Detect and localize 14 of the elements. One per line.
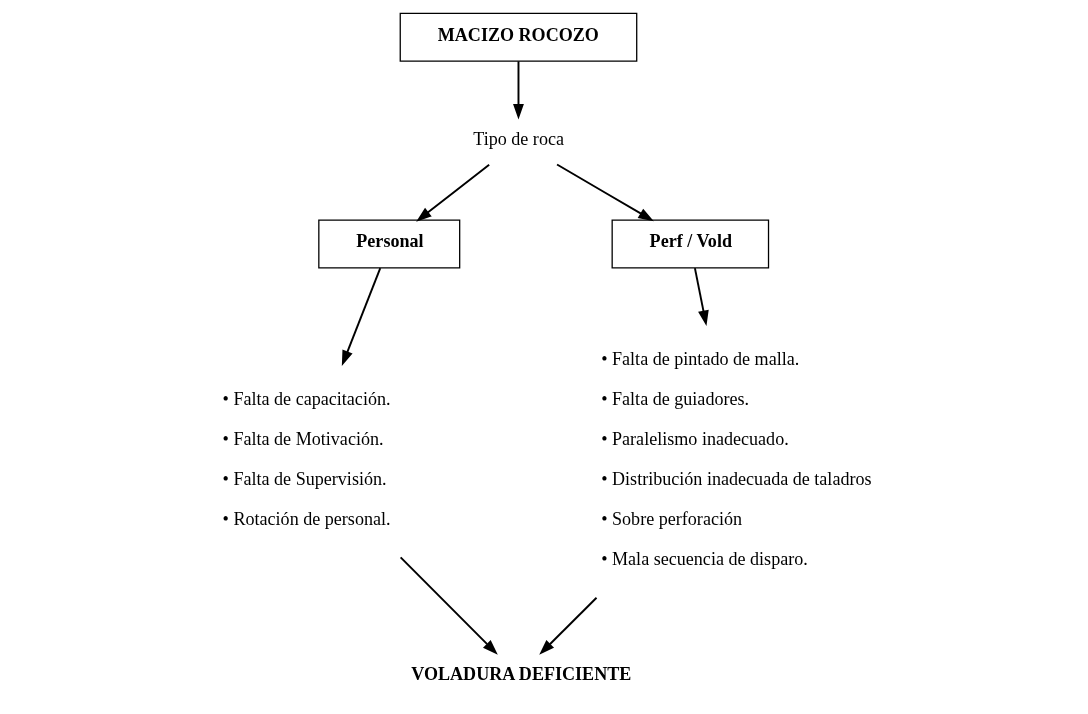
node-box: MACIZO ROCOZO (399, 12, 638, 62)
node-text: Tipo de roca (473, 129, 564, 150)
node-box: Perf / Vold (611, 219, 770, 269)
arrow (693, 267, 709, 327)
arrow (341, 267, 382, 366)
arrow (399, 556, 498, 655)
arrow (416, 163, 491, 222)
node-text: VOLADURA DEFICIENTE (411, 664, 632, 685)
arrow (539, 596, 598, 655)
arrow (513, 60, 524, 120)
node-box: Personal (318, 219, 461, 269)
arrow (556, 163, 654, 222)
node-text: • Falta de capacitación. • Falta de Motivación. • Falta de Supervisión. • Rotación de personal. (222, 389, 391, 530)
node-text: • Falta de pintado de malla. • Falta de guiadores. • Paralelismo inadecuado. • Distribución inadecuada de taladros • Sobre perforación • Mala secuencia de disparo. (601, 349, 872, 570)
